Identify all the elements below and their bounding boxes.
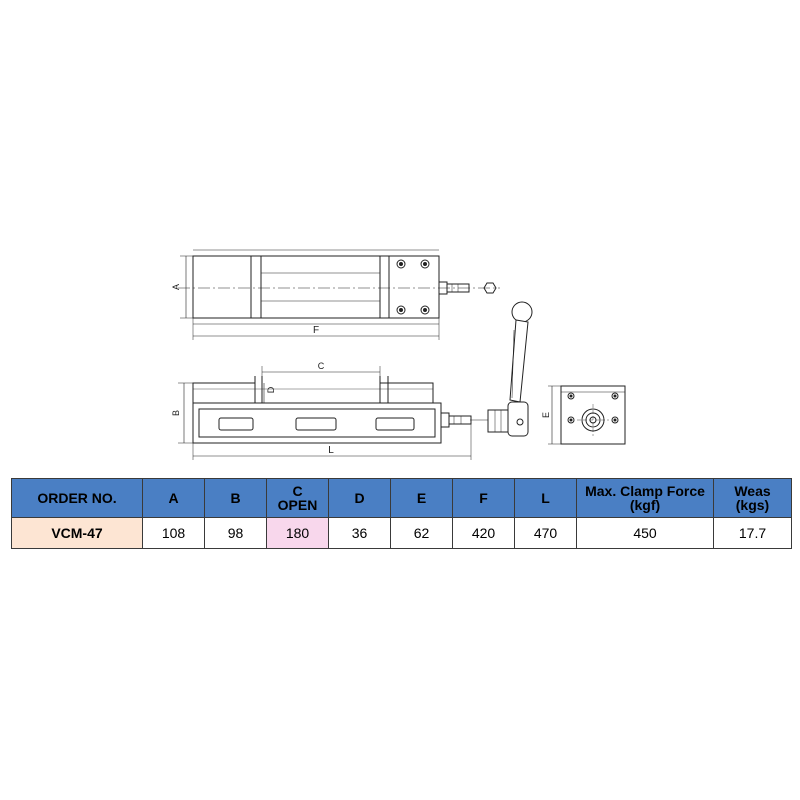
header-b: B <box>204 478 267 518</box>
crank-handle <box>487 301 533 437</box>
dimension-label-c: C <box>318 361 325 371</box>
header-order-no: ORDER NO. <box>11 478 143 518</box>
cell-l: 470 <box>514 517 577 549</box>
table-row: VCM-47 108 98 180 36 62 420 470 450 17.7 <box>11 517 792 549</box>
cell-b: 98 <box>204 517 267 549</box>
cell-e: 62 <box>390 517 453 549</box>
top-view: A F <box>171 249 500 340</box>
dimension-label-e: E <box>541 412 551 418</box>
bolt-hole-icon <box>396 259 430 315</box>
cell-c-open: 180 <box>266 517 329 549</box>
cell-order-no: VCM-47 <box>11 517 143 549</box>
dimension-label-a: A <box>171 284 181 290</box>
header-f: F <box>452 478 515 518</box>
header-weight: Weas(kgs) <box>713 478 792 518</box>
header-e: E <box>390 478 453 518</box>
dimension-label-f: F <box>313 325 319 336</box>
cell-f: 420 <box>452 517 515 549</box>
header-max-clamp-force: Max. Clamp Force(kgf) <box>576 478 714 518</box>
side-view: B C D L <box>171 361 488 460</box>
cell-max-clamp-force: 450 <box>576 517 714 549</box>
header-d: D <box>328 478 391 518</box>
end-view: E <box>541 385 626 445</box>
dimension-label-d: D <box>266 386 276 393</box>
vise-technical-drawing: A F <box>171 249 626 460</box>
cell-d: 36 <box>328 517 391 549</box>
dimension-label-b: B <box>171 410 181 416</box>
cell-a: 108 <box>142 517 205 549</box>
dimension-label-l: L <box>328 445 334 456</box>
header-l: L <box>514 478 577 518</box>
cell-weight: 17.7 <box>713 517 792 549</box>
header-a: A <box>142 478 205 518</box>
